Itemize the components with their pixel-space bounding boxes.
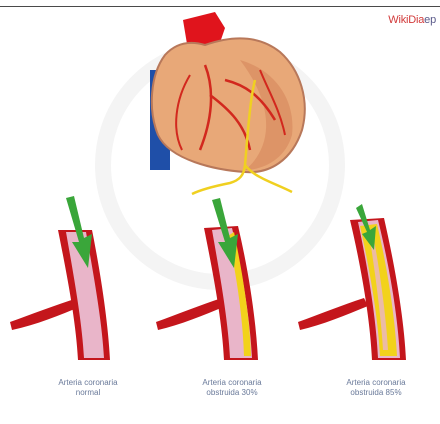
- artery-branch: [156, 298, 226, 330]
- caption-line-1: Arteria coronaria: [172, 378, 292, 388]
- caption-obstructed-85: Arteria coronaria obstruida 85%: [316, 378, 436, 398]
- artery-normal: [10, 196, 110, 360]
- heart-illustration: [150, 12, 305, 194]
- artery-branch: [298, 298, 368, 330]
- caption-line-2: obstruida 85%: [316, 388, 436, 398]
- artery-obstructed-30: [156, 198, 258, 360]
- caption-normal: Arteria coronaria normal: [28, 378, 148, 398]
- caption-line-2: obstruida 30%: [172, 388, 292, 398]
- caption-line-2: normal: [28, 388, 148, 398]
- caption-obstructed-30: Arteria coronaria obstruida 30%: [172, 378, 292, 398]
- artery-obstructed-85: [298, 204, 406, 360]
- artery-branch: [10, 298, 82, 330]
- caption-line-1: Arteria coronaria: [28, 378, 148, 388]
- caption-line-1: Arteria coronaria: [316, 378, 436, 388]
